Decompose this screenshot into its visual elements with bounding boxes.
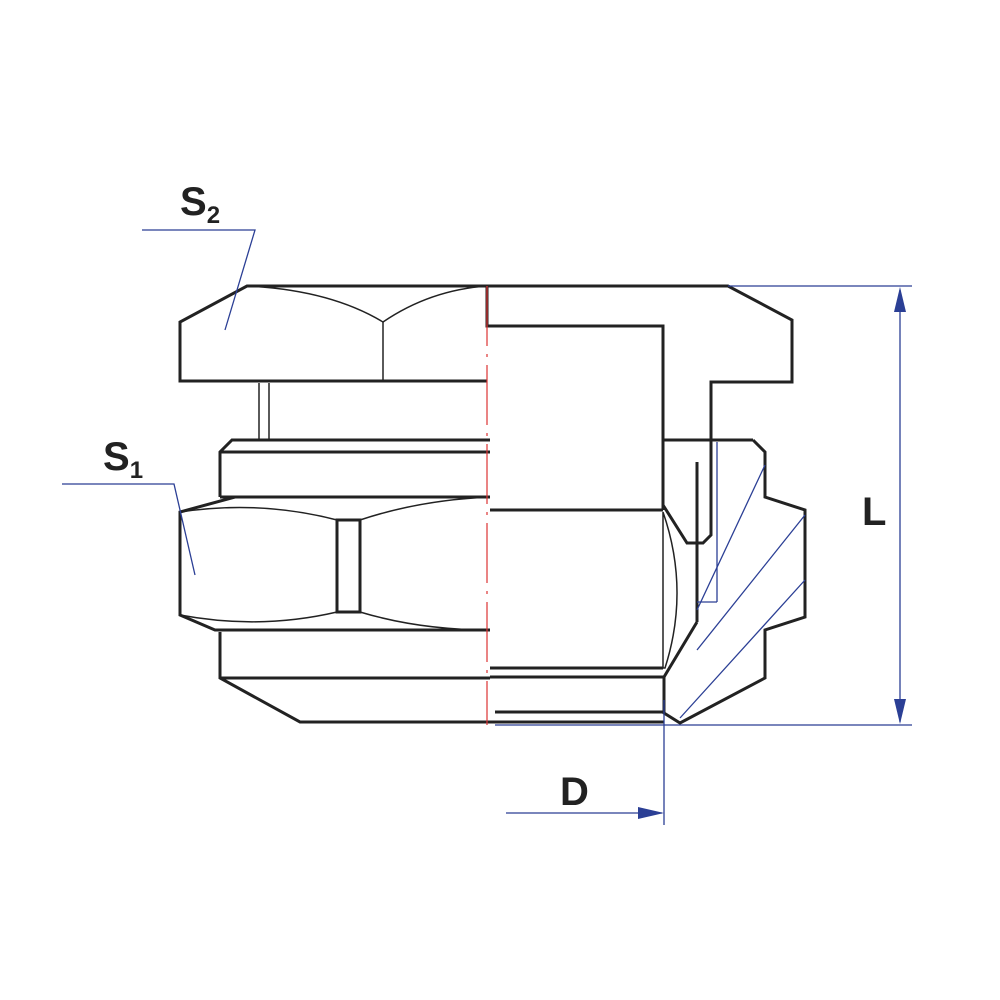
label-length: L xyxy=(862,490,886,534)
label-diameter: D xyxy=(560,770,589,814)
top-nut xyxy=(178,284,488,383)
nut-section-hatch xyxy=(485,284,794,545)
hex-s1 xyxy=(178,495,491,632)
label-s1: S1 xyxy=(103,435,143,484)
stem xyxy=(258,383,270,440)
body xyxy=(218,438,807,725)
label-s2: S2 xyxy=(180,180,220,229)
dimension-lines xyxy=(62,229,912,825)
olive-section-hatch xyxy=(662,511,678,669)
